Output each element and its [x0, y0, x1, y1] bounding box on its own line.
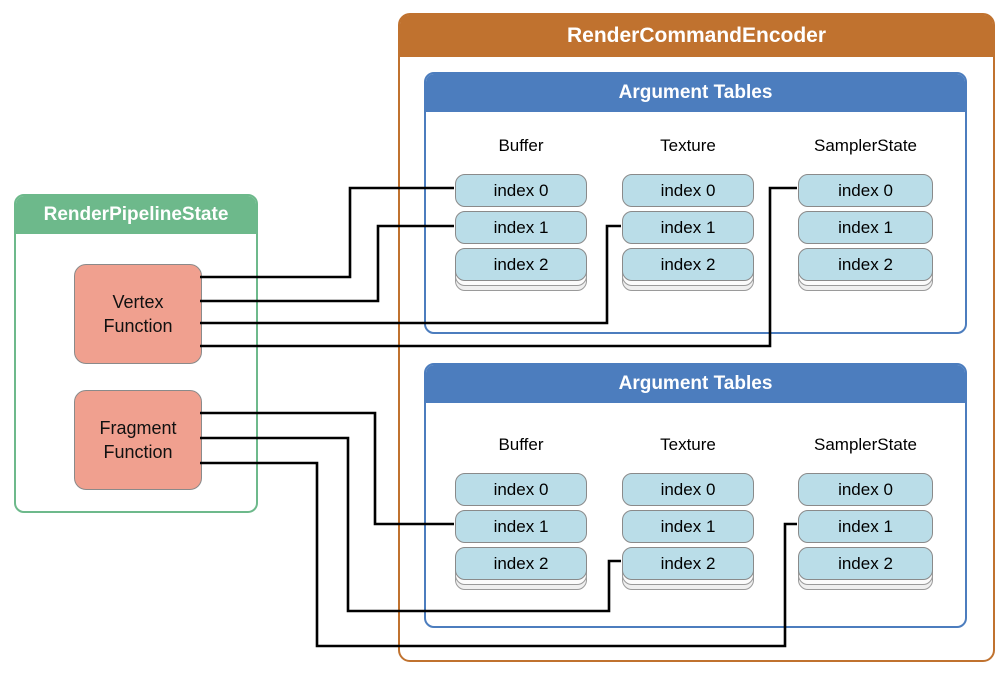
samplerstate-column-header: SamplerState	[814, 136, 917, 155]
texture-index-0-cell: index 0	[622, 473, 754, 506]
samplerstate-slot-stack: index 0 index 1 index 2	[798, 473, 933, 590]
samplerstate-index-1-cell: index 1	[798, 211, 933, 244]
argument-table-1: Argument Tables Buffer index 0 index 1 i…	[424, 72, 967, 334]
vertex-function-label-line1: Vertex	[112, 291, 164, 312]
samplerstate-index-0-cell: index 0	[798, 174, 933, 207]
buffer-column-header: Buffer	[498, 136, 544, 155]
texture-slot-stack: index 0 index 1 index 2	[622, 174, 754, 291]
buffer-column-header: Buffer	[498, 435, 544, 454]
buffer-slot-stack: index 0 index 1 index 2	[455, 174, 587, 291]
buffer-index-0-cell: index 0	[455, 473, 587, 506]
argument-table-2: Argument Tables Buffer index 0 index 1 i…	[424, 363, 967, 628]
vertex-function-box: Vertex Function	[74, 264, 202, 364]
vertex-function-label-line2: Function	[103, 316, 173, 336]
samplerstate-index-0-cell: index 0	[798, 473, 933, 506]
samplerstate-index-2-cell: index 2	[798, 248, 933, 281]
argument-table-1-buffer-column: Buffer index 0 index 1 index 2	[455, 136, 587, 291]
argument-table-2-samplerstate-column: SamplerState index 0 index 1 index 2	[798, 435, 933, 590]
argument-table-2-title: Argument Tables	[426, 365, 965, 403]
buffer-index-1-cell: index 1	[455, 510, 587, 543]
render-command-encoder-title: RenderCommandEncoder	[400, 15, 993, 57]
samplerstate-index-1-cell: index 1	[798, 510, 933, 543]
fragment-function-box: Fragment Function	[74, 390, 202, 490]
texture-index-1-cell: index 1	[622, 211, 754, 244]
argument-table-1-title: Argument Tables	[426, 74, 965, 112]
render-pipeline-state-title: RenderPipelineState	[16, 196, 256, 234]
texture-column-header: Texture	[660, 435, 716, 454]
fragment-function-label-line2: Function	[103, 442, 173, 462]
texture-index-2-cell: index 2	[622, 547, 754, 580]
buffer-index-0-cell: index 0	[455, 174, 587, 207]
fragment-function-label-line1: Fragment	[99, 417, 177, 438]
render-pipeline-state-container: RenderPipelineState Vertex Function Frag…	[14, 194, 258, 513]
texture-index-0-cell: index 0	[622, 174, 754, 207]
argument-table-1-texture-column: Texture index 0 index 1 index 2	[622, 136, 754, 291]
texture-index-1-cell: index 1	[622, 510, 754, 543]
buffer-index-1-cell: index 1	[455, 211, 587, 244]
texture-column-header: Texture	[660, 136, 716, 155]
samplerstate-index-2-cell: index 2	[798, 547, 933, 580]
samplerstate-column-header: SamplerState	[814, 435, 917, 454]
buffer-slot-stack: index 0 index 1 index 2	[455, 473, 587, 590]
buffer-index-2-cell: index 2	[455, 547, 587, 580]
argument-table-1-samplerstate-column: SamplerState index 0 index 1 index 2	[798, 136, 933, 291]
texture-slot-stack: index 0 index 1 index 2	[622, 473, 754, 590]
samplerstate-slot-stack: index 0 index 1 index 2	[798, 174, 933, 291]
buffer-index-2-cell: index 2	[455, 248, 587, 281]
argument-table-2-texture-column: Texture index 0 index 1 index 2	[622, 435, 754, 590]
argument-table-2-buffer-column: Buffer index 0 index 1 index 2	[455, 435, 587, 590]
texture-index-2-cell: index 2	[622, 248, 754, 281]
